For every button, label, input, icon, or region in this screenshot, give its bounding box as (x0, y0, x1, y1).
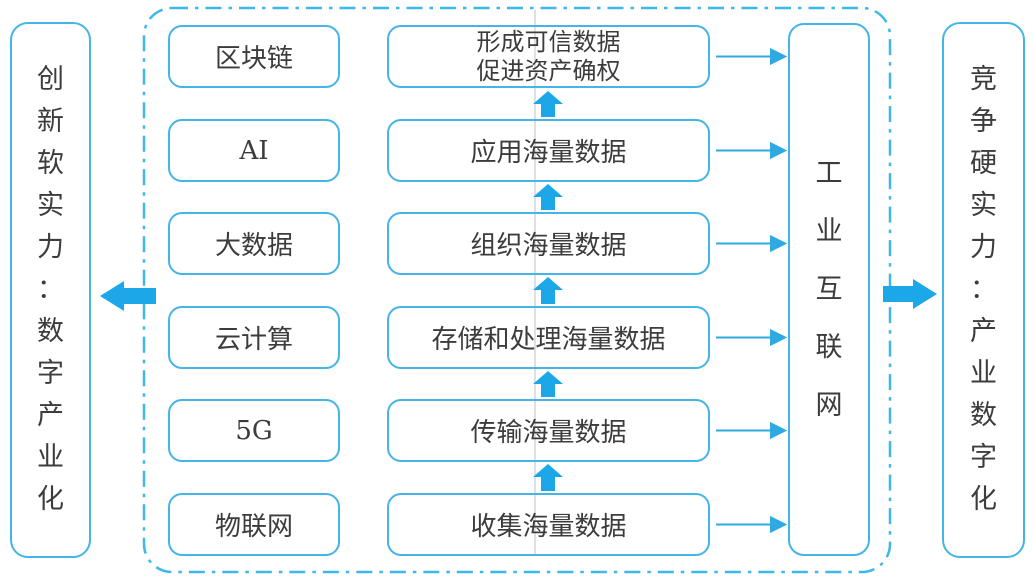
process-box-label: 应用海量数据 (470, 138, 627, 168)
tech-box-label: 大数据 (214, 231, 293, 261)
flow-arrow-head-icon (770, 515, 788, 534)
process-box-label: 组织海量数据 (470, 231, 627, 261)
panel-label: 创 新 软 实 力 ： 数 字 产 业 化 (37, 64, 64, 515)
process-box-label: 收集海量数据 (470, 512, 627, 542)
panel-industry-digitalization: 竞 争 硬 实 力 ： 产 业 数 字 化 (942, 22, 1025, 558)
panel-digital-industrialization: 创 新 软 实 力 ： 数 字 产 业 化 (10, 22, 91, 558)
process-box-apply-data: 应用海量数据 (387, 119, 710, 182)
tech-box-label: AI (239, 135, 269, 166)
process-box-line: 促进资产确权 (476, 56, 621, 85)
tech-box-big-data: 大数据 (168, 212, 340, 275)
process-box-store-process-data: 存储和处理海量数据 (387, 306, 710, 369)
up-arrow-icon (533, 464, 563, 491)
process-box-transmit-data: 传输海量数据 (387, 399, 710, 462)
tech-box-label: 物联网 (214, 512, 293, 542)
tech-box-label: 区块链 (214, 44, 293, 74)
tech-box-label: 5G (235, 415, 273, 446)
process-box-label: 存储和处理海量数据 (431, 325, 666, 355)
flow-arrow-head-icon (770, 328, 788, 347)
hub-label: 工 业 互 联 网 (815, 157, 843, 421)
process-box-collect-data: 收集海量数据 (387, 493, 710, 556)
hub-box-industrial-internet: 工 业 互 联 网 (788, 23, 870, 556)
tech-box-ai: AI (168, 119, 340, 182)
flow-arrow-head-icon (770, 141, 788, 160)
process-box-label: 传输海量数据 (470, 418, 627, 448)
panel-label: 竞 争 硬 实 力 ： 产 业 数 字 化 (970, 64, 997, 515)
big-right-arrow-icon (883, 279, 937, 309)
tech-box-5g: 5G (168, 399, 340, 462)
up-arrow-icon (533, 277, 563, 304)
up-arrow-icon (533, 184, 563, 210)
dashed-container-border (142, 6, 892, 574)
process-box-line: 形成可信数据 (476, 27, 621, 56)
tech-box-cloud-computing: 云计算 (168, 306, 340, 369)
flow-arrow-head-icon (770, 234, 788, 253)
tech-box-iot: 物联网 (168, 493, 340, 556)
tech-box-label: 云计算 (214, 325, 293, 355)
flow-arrow-head-icon (770, 421, 788, 440)
process-box-organize-data: 组织海量数据 (387, 212, 710, 275)
process-box-trusted-data-rights: 形成可信数据 促进资产确权 (387, 25, 710, 88)
up-arrow-icon (533, 371, 563, 397)
big-left-arrow-icon (100, 281, 156, 311)
flow-arrow-head-icon (770, 47, 788, 66)
tech-box-blockchain: 区块链 (168, 25, 340, 88)
up-arrow-icon (533, 91, 563, 117)
